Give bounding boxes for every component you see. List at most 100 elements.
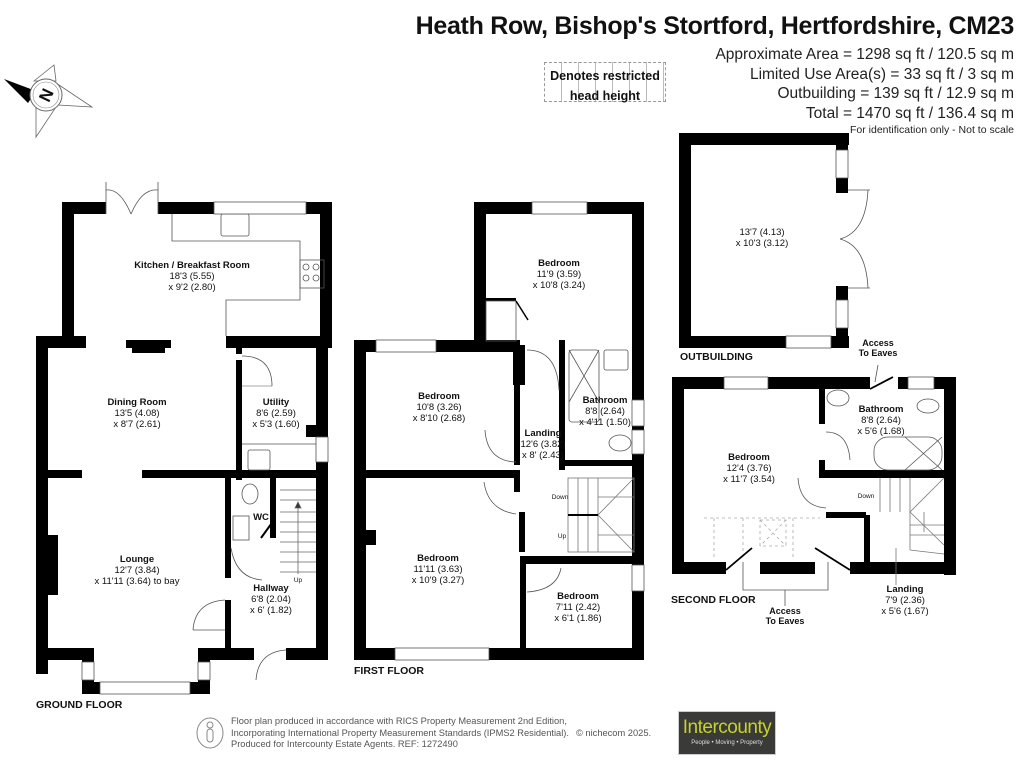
eaves-bottom-line-2: To Eaves: [766, 616, 805, 626]
legend-line-2: head height: [569, 89, 641, 103]
room-name-hallway: Hallway: [253, 583, 289, 594]
room-name-landing-2f: Landing: [887, 584, 924, 595]
stairs-down-label-1f: Down: [552, 494, 569, 501]
eaves-bottom-line-1: Access: [769, 606, 801, 616]
room-dim-lounge-1: 12'7 (3.84): [114, 565, 159, 576]
room-dim-bedroom-mid-2: x 8'10 (2.68): [413, 413, 466, 424]
sink-icon: [220, 213, 250, 237]
eaves-top-line-1: Access: [862, 338, 894, 348]
room-dim-dining-2: x 8'7 (2.61): [113, 419, 160, 430]
room-dim-dining-1: 13'5 (4.08): [114, 408, 159, 419]
scale-disclaimer: For identification only - Not to scale: [850, 124, 1014, 136]
room-dim-lounge-2: x 11'11 (3.64) to bay: [95, 576, 180, 587]
outbuilding-area: Outbuilding = 139 sq ft / 12.9 sq m: [777, 85, 1014, 102]
room-name-bedroom-rear: Bedroom: [538, 258, 580, 269]
room-dim-bedroom-small-1: 7'11 (2.42): [556, 602, 600, 613]
restricted-height-zone: [704, 517, 820, 560]
outbuilding-dim-2: x 10'3 (3.12): [736, 238, 789, 249]
room-dim-bedroom-front-1: 11'11 (3.63): [414, 564, 463, 575]
toilet-icon: [608, 434, 632, 452]
room-dim-bathroom-1f-2: x 4'11 (1.50): [579, 417, 631, 428]
toilet-icon: [241, 483, 259, 505]
legend-line-1: Denotes restricted: [550, 69, 660, 83]
north-arrow-icon: N: [4, 64, 94, 139]
room-dim-bedroom-rear-1: 11'9 (3.59): [537, 269, 581, 280]
ground-floor-details: [81, 182, 329, 695]
logo-tagline: People • Moving • Property: [691, 740, 763, 746]
room-dim-bedroom-mid-1: 10'8 (3.26): [416, 402, 461, 413]
room-dim-kitchen-2: x 9'2 (2.80): [168, 282, 215, 293]
basin-icon: [232, 515, 250, 541]
room-dim-bedroom-2f-1: 12'4 (3.76): [726, 463, 771, 474]
utility-sink-icon: [247, 449, 271, 471]
room-dim-bedroom-small-2: x 6'1 (1.86): [554, 613, 601, 624]
room-dim-bathroom-2f-1: 8'8 (2.64): [861, 415, 901, 426]
bath-icon: [873, 436, 943, 471]
eaves-top-line-2: To Eaves: [859, 348, 898, 358]
room-dim-landing-2f-1: 7'9 (2.36): [885, 595, 925, 606]
basin-icon: [603, 349, 629, 371]
intercounty-logo: Intercounty People • Moving • Property: [678, 711, 776, 755]
room-dim-utility-2: x 5'3 (1.60): [252, 419, 299, 430]
outbuilding-dim-1: 13'7 (4.13): [739, 227, 784, 238]
floor-label-second: SECOND FLOOR: [671, 594, 756, 606]
room-name-landing-1f: Landing: [525, 428, 562, 439]
first-floor-plan: [354, 202, 644, 660]
floor-label-first: FIRST FLOOR: [354, 665, 424, 677]
first-floor-details: [375, 201, 645, 661]
approximate-area: Approximate Area = 1298 sq ft / 120.5 sq…: [715, 46, 1014, 63]
page-title: Heath Row, Bishop's Stortford, Hertfords…: [415, 12, 1015, 40]
room-dim-kitchen-1: 18'3 (5.55): [169, 271, 214, 282]
room-name-wc: WC: [253, 512, 269, 523]
area-summary: Approximate Area = 1298 sq ft / 120.5 sq…: [715, 45, 1014, 123]
room-dim-hallway-1: 6'8 (2.04): [251, 594, 291, 605]
room-name-bedroom-small: Bedroom: [557, 591, 599, 602]
room-name-dining: Dining Room: [107, 397, 166, 408]
room-name-lounge: Lounge: [120, 554, 154, 565]
total-area: Total = 1470 sq ft / 136.4 sq m: [805, 104, 1014, 122]
stairs-up-label: Up: [294, 577, 303, 584]
floor-label-ground: GROUND FLOOR: [36, 699, 123, 711]
room-dim-bathroom-1f-1: 8'8 (2.64): [585, 406, 625, 417]
room-name-bedroom-front: Bedroom: [417, 553, 459, 564]
room-name-kitchen: Kitchen / Breakfast Room: [134, 260, 250, 271]
double-door-icon: [839, 189, 869, 289]
room-dim-bathroom-2f-2: x 5'6 (1.68): [857, 426, 904, 437]
bath-icon: [568, 349, 600, 423]
footer-line-2: Incorporating International Property Mea…: [231, 727, 569, 738]
stairs-up-label-1f: Up: [558, 533, 567, 540]
room-name-bathroom-1f: Bathroom: [583, 395, 628, 406]
room-name-bedroom-mid: Bedroom: [418, 391, 460, 402]
ground-stairs: [280, 489, 316, 574]
copyright: © nichecom 2025.: [576, 728, 652, 738]
stairs-down-label-2f: Down: [858, 493, 875, 500]
room-dim-hallway-2: x 6' (1.82): [250, 605, 292, 616]
room-name-bedroom-2f: Bedroom: [728, 452, 770, 463]
room-dim-bedroom-rear-2: x 10'8 (3.24): [533, 280, 586, 291]
room-dim-bedroom-2f-2: x 11'7 (3.54): [723, 474, 775, 485]
room-dim-landing-1f-1: 12'6 (3.82): [520, 439, 565, 450]
ground-floor-plan: [36, 202, 332, 694]
footer-notes: Floor plan produced in accordance with R…: [231, 716, 569, 751]
room-name-bathroom-2f: Bathroom: [859, 404, 904, 415]
outbuilding-details: [785, 149, 870, 349]
room-dim-landing-1f-2: x 8' (2.43): [522, 450, 564, 461]
person-icon: [196, 717, 224, 749]
toilet-icon: [916, 398, 940, 414]
footer-line-3: Produced for Intercounty Estate Agents. …: [231, 739, 458, 749]
restricted-height-legend: Denotes restricted head height: [544, 62, 666, 103]
hob-icon: [299, 259, 325, 289]
room-dim-landing-2f-2: x 5'6 (1.67): [881, 606, 928, 617]
room-dim-bedroom-front-2: x 10'9 (3.27): [412, 575, 465, 586]
room-dim-utility-1: 8'6 (2.59): [256, 408, 296, 419]
logo-brand: Intercounty: [682, 717, 772, 738]
room-name-utility: Utility: [263, 397, 290, 408]
footer-line-1: Floor plan produced in accordance with R…: [231, 716, 567, 726]
limited-use-area: Limited Use Area(s) = 33 sq ft / 3 sq m: [749, 65, 1014, 83]
basin-icon: [826, 389, 850, 407]
first-floor-stairs: [567, 477, 635, 553]
second-floor-plan: [672, 377, 956, 575]
second-floor-details: [704, 364, 945, 606]
floor-label-outbuilding: OUTBUILDING: [680, 351, 753, 363]
